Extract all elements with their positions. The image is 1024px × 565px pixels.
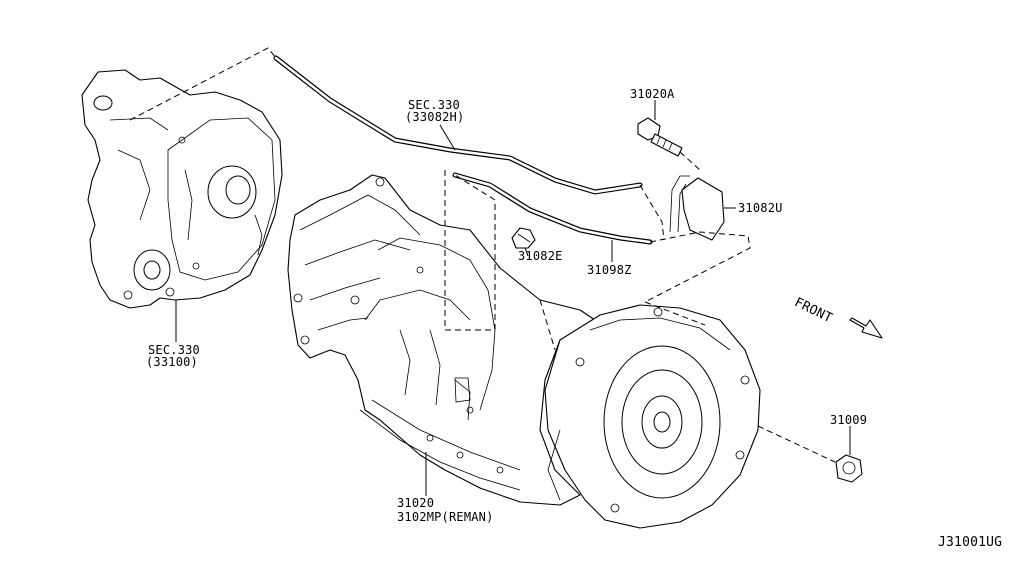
transfer-case <box>81 69 283 342</box>
part-31082u-label: 31082U <box>738 201 783 215</box>
torque-converter-housing <box>544 304 761 529</box>
sec330-top-code-label: (33082H) <box>405 110 465 124</box>
transmission-case <box>287 174 596 506</box>
sec330-left-code-label: (33100) <box>146 355 198 369</box>
cooler-tube-33082h <box>273 55 643 195</box>
part-31098z-label: 31098Z <box>587 263 632 277</box>
part-31082e-label: 31082E <box>518 249 563 263</box>
part-31020-label: 31020 <box>397 496 435 510</box>
part-31020a-label: 31020A <box>630 87 675 101</box>
sec330-left-label: SEC.330 <box>148 343 200 357</box>
sec330-top-label: SEC.330 <box>408 98 460 112</box>
bolt-31020a <box>637 117 683 157</box>
tube-31098z <box>452 172 653 245</box>
leader-lines <box>439 100 656 262</box>
front-arrow <box>849 317 883 339</box>
part-3102mp-label: 3102MP(REMAN) <box>397 510 494 524</box>
clip-31082e <box>511 227 536 249</box>
bracket-31082u <box>669 175 736 241</box>
bolt-31009 <box>835 426 863 483</box>
part-31009-label: 31009 <box>830 413 868 427</box>
assembly-dashed-lines <box>129 47 836 463</box>
diagram-id-label: J31001UG <box>938 535 1003 550</box>
